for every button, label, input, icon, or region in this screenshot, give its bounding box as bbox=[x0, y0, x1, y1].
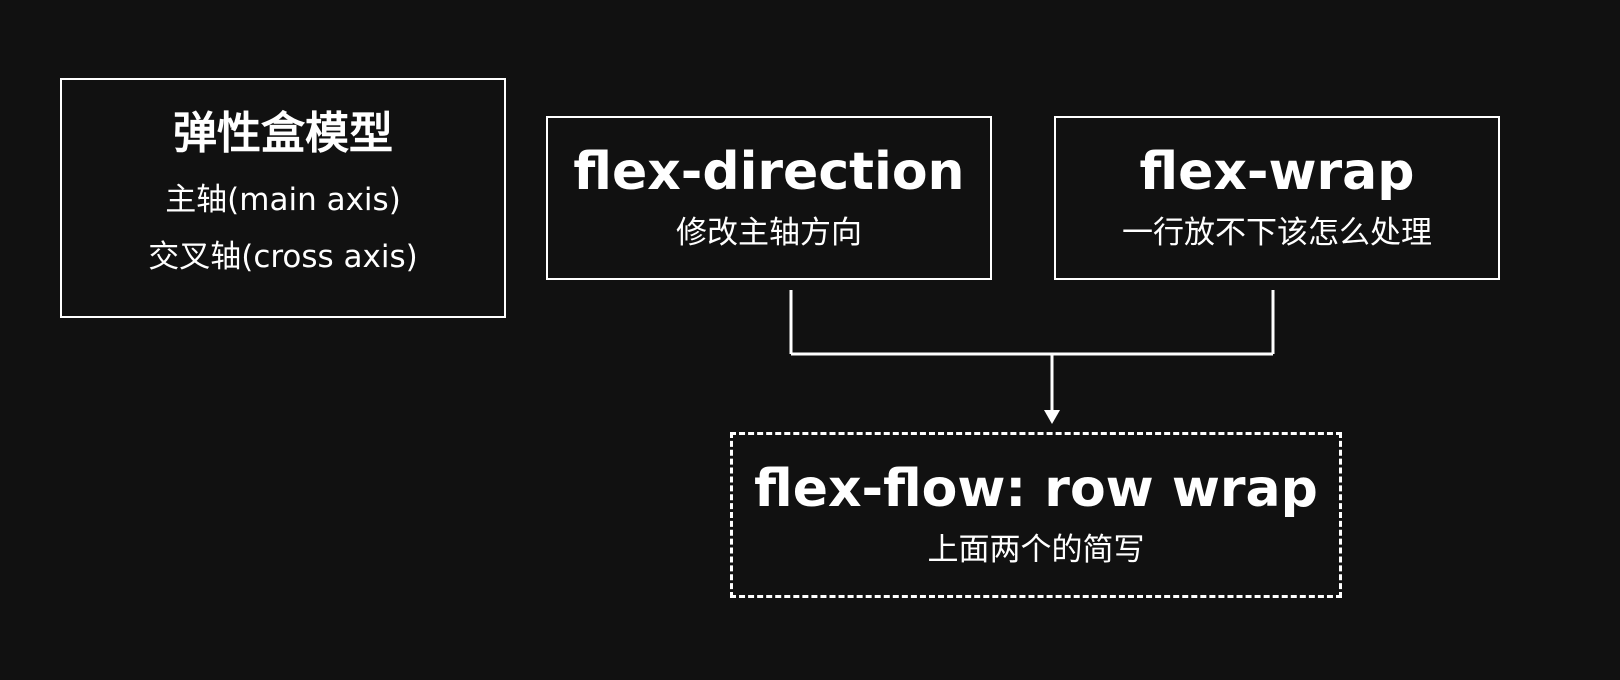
flex-direction-title: flex-direction bbox=[573, 141, 965, 202]
flex-wrap-desc: 一行放不下该怎么处理 bbox=[1122, 215, 1432, 251]
flex-flow-box: flex-flow: row wrap 上面两个的简写 bbox=[730, 432, 1342, 598]
flexbox-model-title: 弹性盒模型 bbox=[173, 107, 393, 159]
main-axis-label: 主轴(main axis) bbox=[165, 182, 401, 218]
flexbox-model-box: 弹性盒模型 主轴(main axis) 交叉轴(cross axis) bbox=[60, 78, 506, 318]
flex-direction-box: flex-direction 修改主轴方向 bbox=[546, 116, 992, 280]
arrow-down-icon bbox=[1044, 410, 1060, 424]
flex-flow-desc: 上面两个的简写 bbox=[927, 532, 1145, 568]
flex-direction-desc: 修改主轴方向 bbox=[676, 215, 862, 251]
flex-wrap-title: flex-wrap bbox=[1139, 141, 1415, 202]
flex-flow-title: flex-flow: row wrap bbox=[754, 458, 1318, 519]
flex-wrap-box: flex-wrap 一行放不下该怎么处理 bbox=[1054, 116, 1500, 280]
cross-axis-label: 交叉轴(cross axis) bbox=[148, 239, 418, 276]
